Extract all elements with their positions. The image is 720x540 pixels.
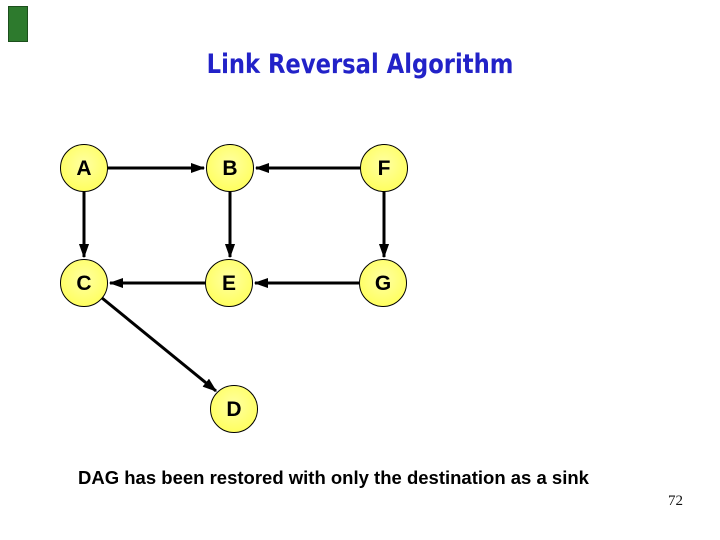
corner-decoration	[8, 6, 28, 42]
caption-text: DAG has been restored with only the dest…	[78, 467, 589, 488]
node-label-G: G	[374, 271, 392, 295]
page-number: 72	[668, 493, 683, 509]
node-label-B: B	[222, 156, 238, 180]
node-label-A: A	[76, 156, 92, 180]
node-E: E	[205, 259, 253, 307]
node-D: D	[210, 385, 258, 433]
edge-C-to-D	[101, 296, 217, 393]
node-C: C	[60, 259, 108, 307]
node-G: G	[359, 259, 407, 307]
node-A: A	[60, 144, 108, 192]
node-F: F	[360, 144, 408, 192]
node-B: B	[206, 144, 254, 192]
node-label-D: D	[226, 397, 242, 421]
node-label-C: C	[76, 271, 92, 295]
node-label-F: F	[377, 156, 391, 180]
slide-title: Link Reversal Algorithm	[206, 49, 514, 80]
node-label-E: E	[221, 271, 236, 295]
